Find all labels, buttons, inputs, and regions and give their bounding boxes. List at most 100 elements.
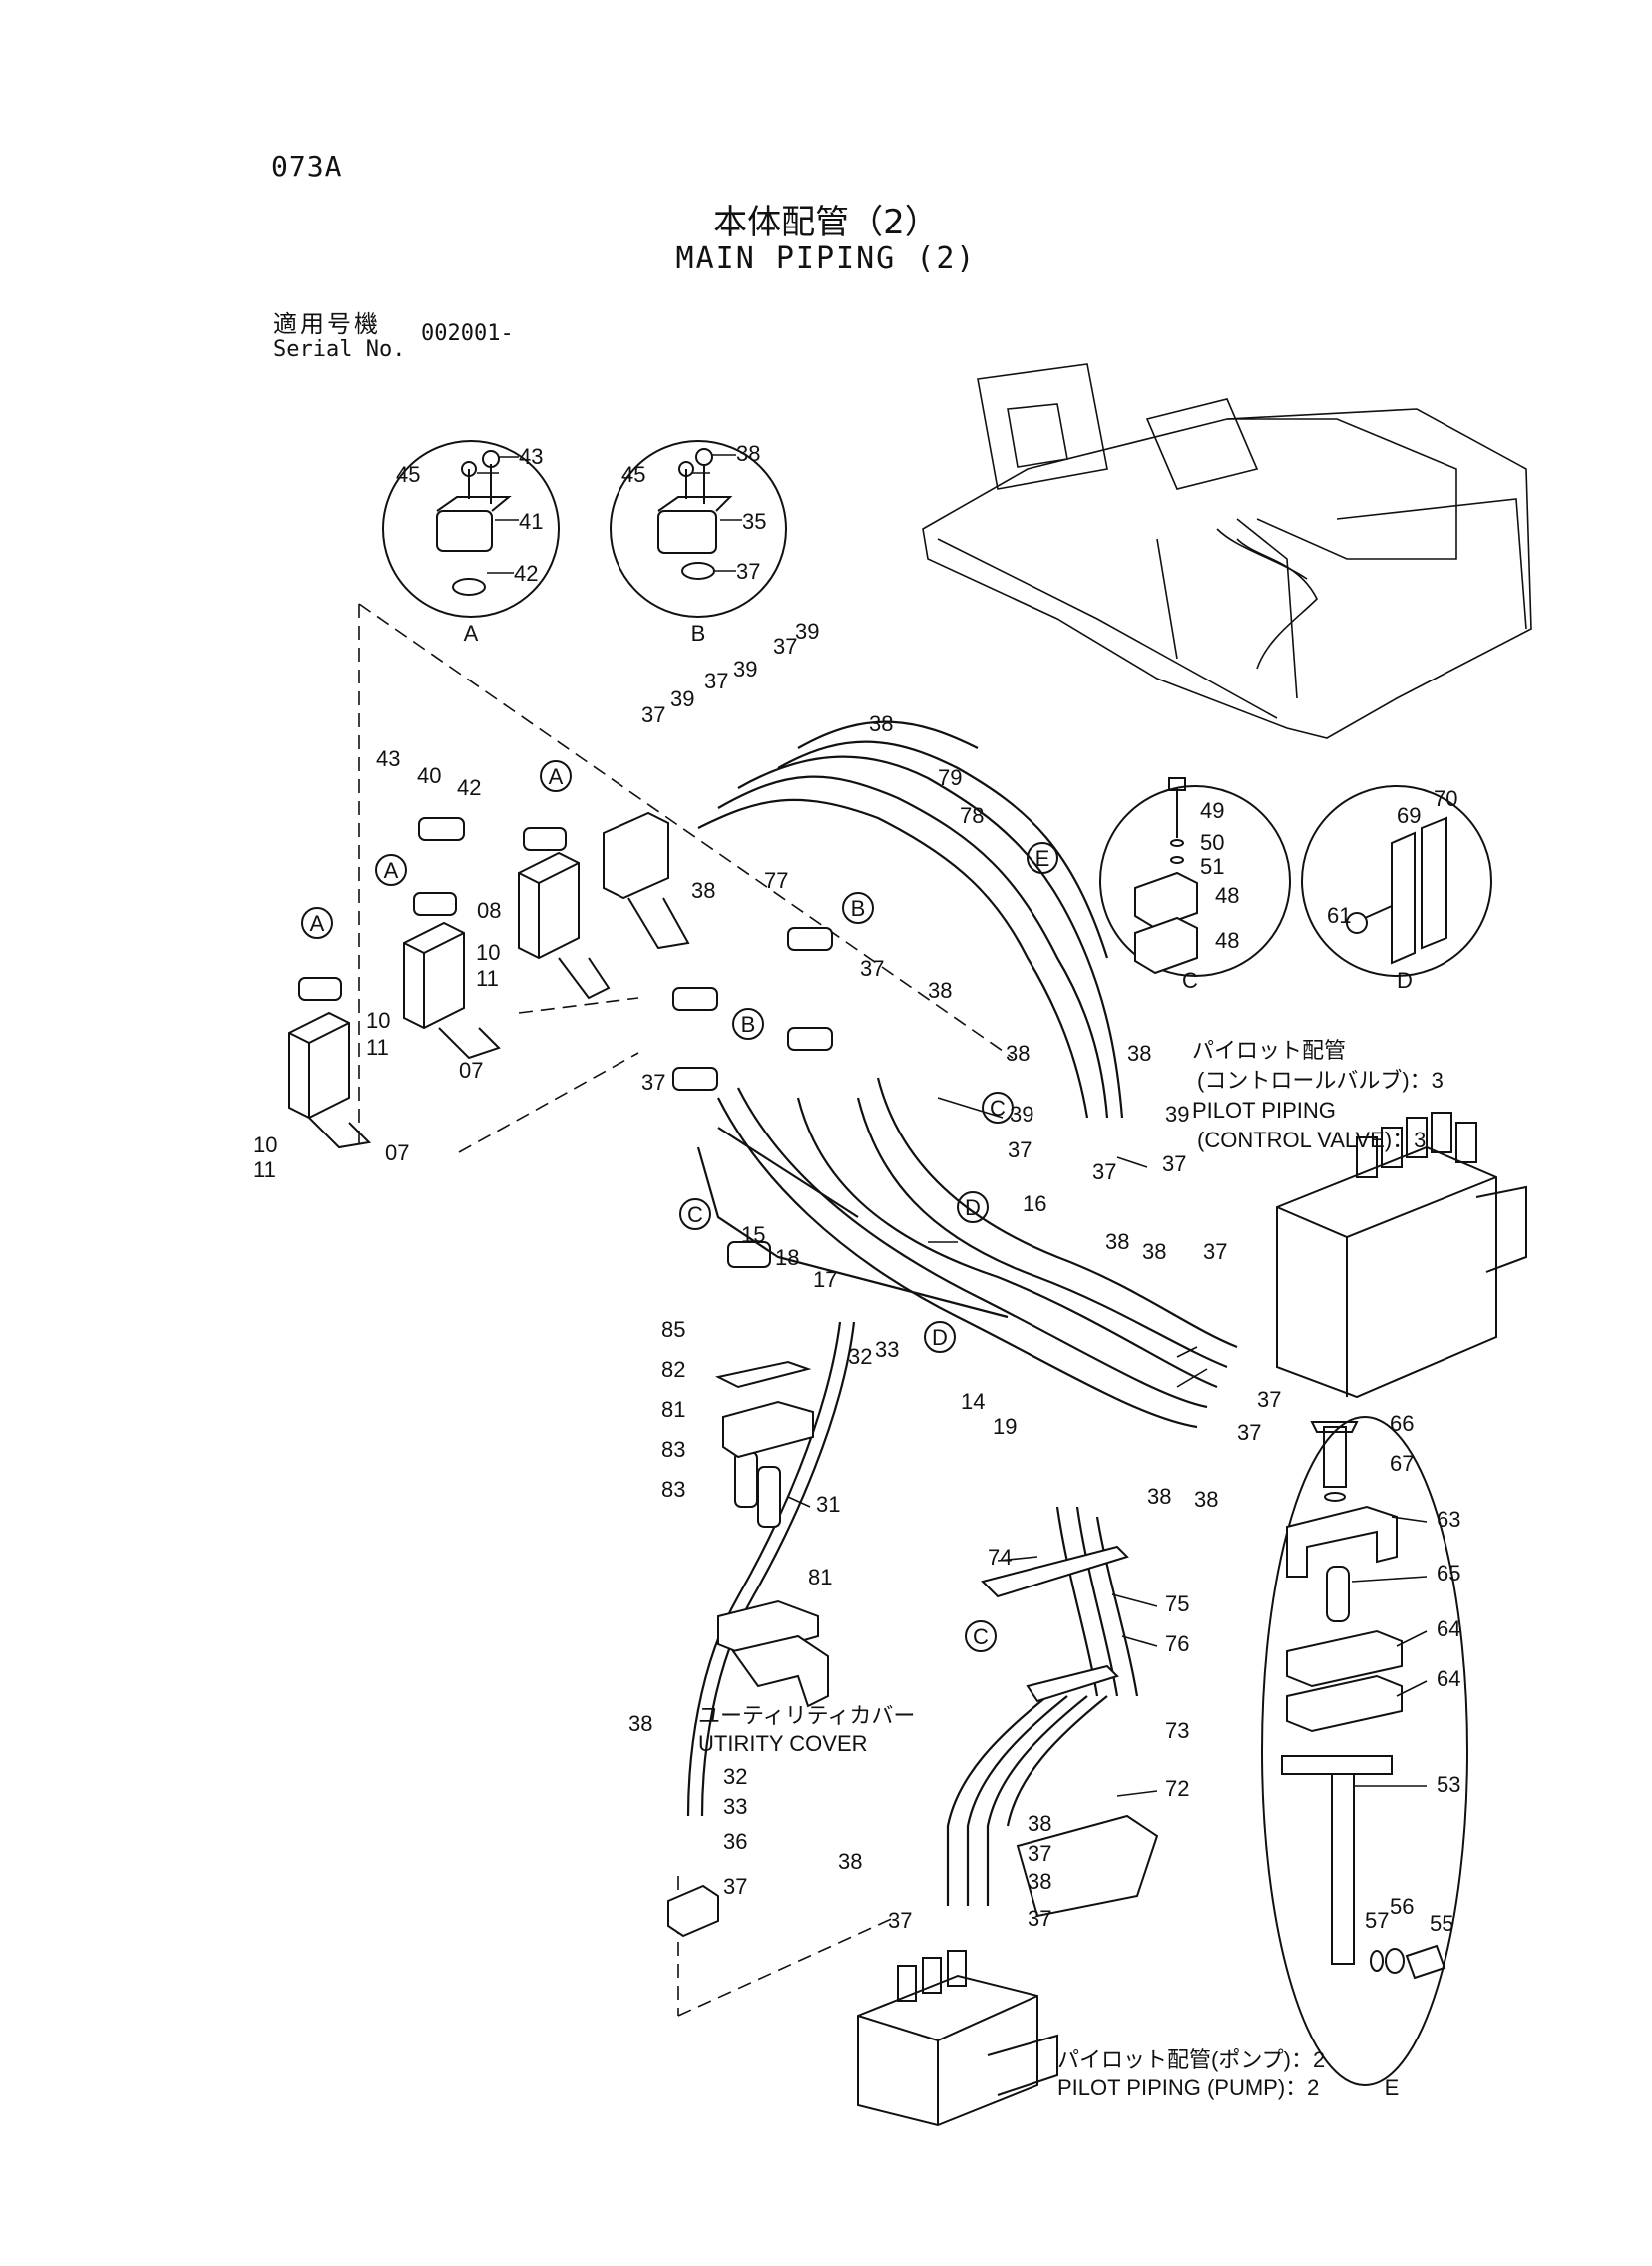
marker-b-label: B (741, 1012, 756, 1037)
part-number: 14 (961, 1389, 985, 1414)
part-number: 38 (928, 978, 952, 1003)
part-number: 11 (476, 966, 499, 991)
part-number: 19 (993, 1414, 1017, 1439)
part-number: 38 (628, 1711, 652, 1736)
part-number: 45 (396, 462, 420, 487)
part-number: 38 (1105, 1229, 1129, 1254)
detail-d-label: D (1397, 968, 1413, 993)
marker-a-label: A (384, 858, 399, 883)
part-number: 07 (385, 1140, 409, 1165)
part-number: 38 (1194, 1487, 1218, 1512)
part-number: 38 (1142, 1239, 1166, 1264)
part-number: 64 (1437, 1616, 1460, 1641)
part-number: 78 (960, 803, 984, 828)
detail-e-label: E (1385, 2075, 1400, 2100)
part-number: 38 (1028, 1811, 1051, 1836)
part-number: 37 (1092, 1159, 1116, 1184)
part-number: 18 (775, 1245, 799, 1270)
leader-lines (787, 1097, 1428, 1797)
part-number: 36 (723, 1829, 747, 1854)
part-number: 37 (1257, 1387, 1281, 1412)
part-number: 81 (661, 1397, 685, 1422)
marker-d-label: D (965, 1195, 981, 1220)
part-number: 17 (813, 1267, 837, 1292)
page-title-japanese: 本体配管（2） (713, 203, 939, 242)
part-number: 10 (253, 1133, 277, 1157)
pump-valve (857, 1950, 1058, 2127)
part-number: 56 (1390, 1894, 1414, 1919)
part-number: 51 (1200, 854, 1224, 879)
part-number: 38 (869, 711, 893, 736)
part-number: 37 (704, 669, 728, 693)
pilot-cv-note-jp: パイロット配管 (1192, 1038, 1346, 1063)
part-number: 42 (457, 775, 481, 800)
part-number: 79 (938, 765, 962, 790)
part-number: 69 (1397, 803, 1421, 828)
part-number: 33 (723, 1794, 747, 1819)
part-number: 32 (848, 1344, 872, 1369)
part-number: 37 (1028, 1841, 1051, 1866)
utility-cover-note-jp: ユーティリティカバー (698, 1703, 915, 1728)
part-number: 10 (366, 1008, 390, 1033)
serial-number: 002001- (421, 321, 514, 346)
part-number: 35 (742, 509, 766, 534)
part-number: 08 (477, 898, 501, 923)
part-number: 42 (514, 561, 538, 586)
part-number: 07 (459, 1058, 483, 1083)
part-number: 39 (795, 619, 819, 644)
detail-markers (301, 760, 1058, 1652)
part-number: 37 (1008, 1137, 1032, 1162)
part-number: 37 (1162, 1151, 1186, 1176)
marker-d-label: D (932, 1325, 948, 1350)
part-number: 48 (1215, 883, 1239, 908)
part-number: 16 (1023, 1191, 1046, 1216)
detail-c-label: C (1182, 968, 1198, 993)
detail-b-label: B (691, 621, 706, 646)
part-number: 40 (417, 763, 441, 788)
part-number: 37 (641, 1070, 665, 1095)
pilot-pump-note-jp: パイロット配管(ポンプ)：2 (1057, 2047, 1325, 2072)
part-number: 37 (1028, 1906, 1051, 1931)
part-number: 37 (641, 702, 665, 727)
part-number: 10 (476, 940, 500, 965)
bracket-72 (981, 1545, 1159, 1918)
marker-c-label: C (687, 1202, 703, 1227)
part-number: 39 (733, 657, 757, 681)
pilot-cv-note-en-2: (CONTROL VALVE)：3 (1197, 1128, 1426, 1152)
part-number: 37 (1237, 1420, 1261, 1445)
part-number: 63 (1437, 1507, 1460, 1532)
pilot-pump-note: PILOT PIPING (PUMP)：2 (1057, 2075, 1319, 2100)
part-number: 73 (1165, 1718, 1189, 1743)
serial-label-japanese: 適用号機 (273, 310, 381, 338)
part-number: 33 (875, 1337, 899, 1362)
pilot-cv-note-en: PILOT PIPING (1192, 1098, 1336, 1123)
part-number: 53 (1437, 1772, 1460, 1797)
part-number: 83 (661, 1477, 685, 1502)
serial-label: Serial No. (273, 337, 406, 362)
part-number: 82 (661, 1357, 685, 1382)
machine-outline (922, 363, 1532, 739)
utility-cover-note: UTIRITY COVER (698, 1731, 868, 1756)
part-number: 55 (1430, 1911, 1453, 1936)
detail-a-label: A (464, 621, 479, 646)
part-number: 64 (1437, 1666, 1460, 1691)
part-number: 57 (1365, 1908, 1389, 1933)
part-number: 31 (816, 1492, 840, 1517)
part-number: 43 (376, 746, 400, 771)
part-number: 74 (988, 1545, 1012, 1570)
part-number: 70 (1434, 786, 1457, 811)
control-valve (1276, 1112, 1527, 1399)
part-number: 72 (1165, 1776, 1189, 1801)
part-number: 37 (736, 559, 760, 584)
hose-assembly (696, 720, 1238, 1906)
part-number: 75 (1165, 1591, 1189, 1616)
part-number: 50 (1200, 830, 1224, 855)
part-number: 38 (1147, 1484, 1171, 1509)
part-number: 76 (1165, 1631, 1189, 1656)
marker-c-label: C (973, 1624, 989, 1649)
reference-lines (358, 603, 1014, 2017)
utility-hose (667, 1321, 856, 1938)
detail-view-b (610, 440, 787, 618)
part-number: 11 (253, 1157, 276, 1182)
